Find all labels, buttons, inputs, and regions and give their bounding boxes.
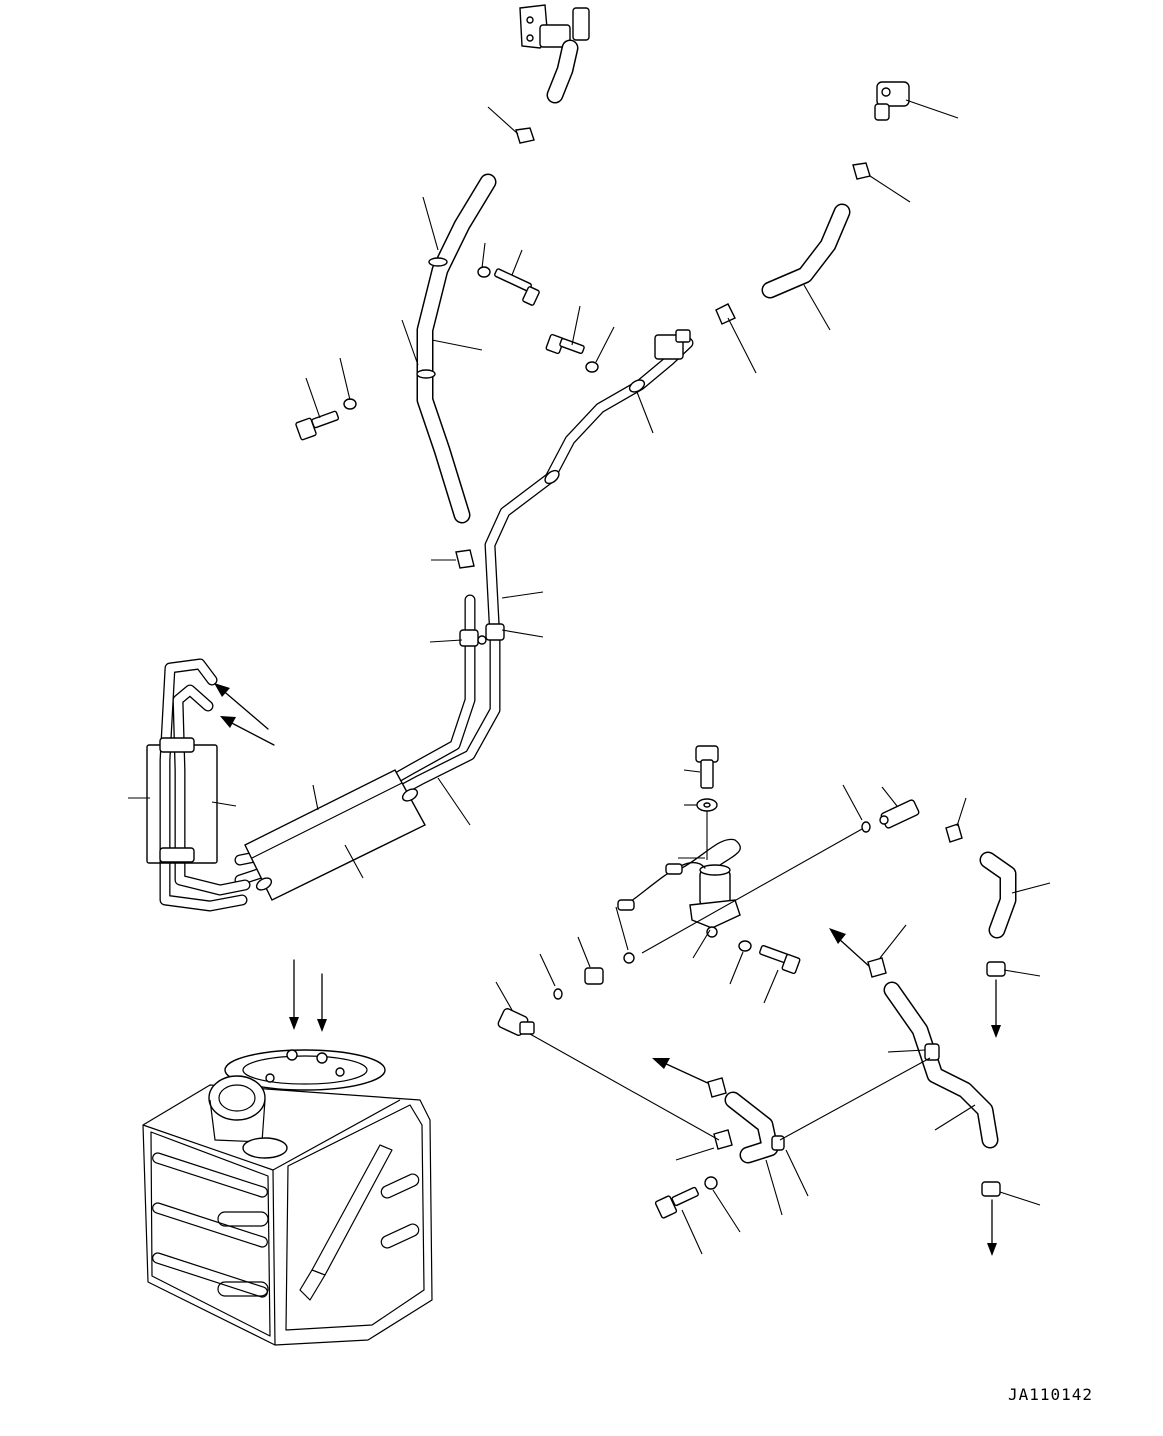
solenoid-washer-lower <box>738 940 752 952</box>
heater-hose-long <box>883 981 999 1149</box>
tee-fitting-right <box>879 799 920 829</box>
flow-arrow-down-1 <box>991 979 1001 1038</box>
heater-hose-left <box>416 173 497 524</box>
pipe-clamp-pair <box>459 623 505 647</box>
washer-2 <box>585 361 599 373</box>
figure-code: JA110142 <box>1007 1385 1093 1404</box>
oring-left <box>623 952 635 964</box>
elbow-connector-top-right <box>874 81 910 121</box>
heater-hose-right <box>761 203 851 299</box>
hose-clamp-5 <box>986 961 1006 977</box>
hose-clamp-2 <box>852 162 871 180</box>
flow-arrow-down-tank-2 <box>317 973 327 1032</box>
washer-1 <box>477 266 491 278</box>
heater-hose-lower <box>724 1091 785 1164</box>
solenoid-bolt-lower <box>759 944 801 975</box>
oring-right <box>861 821 871 833</box>
hose-clamp-8 <box>707 1077 727 1098</box>
union-fitting <box>584 967 604 985</box>
hose-clamp-7 <box>981 1181 1001 1197</box>
heater-hose-short <box>979 851 1017 939</box>
flow-arrow-up-left <box>829 928 871 968</box>
valve-bracket-assembly <box>519 4 590 104</box>
washer-3 <box>343 398 357 410</box>
hose-clamp-1 <box>515 127 535 144</box>
pipe-cover-tube <box>244 769 426 901</box>
oring-left-2 <box>553 988 563 1000</box>
flow-arrow-down-tank-1 <box>289 959 299 1030</box>
pipe-clip <box>455 549 475 569</box>
flow-arrow-left-3 <box>652 1058 713 1086</box>
hose-clamp-9 <box>713 1129 733 1150</box>
washer-lower <box>704 1176 718 1190</box>
fuel-tank <box>142 1049 433 1346</box>
left-pipe-loop <box>146 658 251 912</box>
leader-lines-upper <box>128 99 959 879</box>
flow-arrow-left-2 <box>220 716 275 746</box>
bolt-3 <box>295 410 340 441</box>
flow-arrow-left-1 <box>214 683 269 730</box>
solenoid-valve <box>617 838 741 938</box>
hose-clamp-6 <box>867 957 887 978</box>
bolt-1 <box>494 268 540 306</box>
leader-lines-middle <box>495 769 1051 1011</box>
flow-arrow-down-2 <box>987 1199 997 1256</box>
bolt-lower <box>654 1186 699 1219</box>
elbow-fitting-left <box>497 1008 535 1036</box>
leader-lines-lower <box>529 924 1041 1255</box>
hose-clamp-4 <box>945 823 963 843</box>
solenoid-washer <box>696 798 718 812</box>
bolt-2 <box>545 333 585 355</box>
hose-clamp-3 <box>715 303 736 325</box>
solenoid-bolt <box>695 745 719 789</box>
